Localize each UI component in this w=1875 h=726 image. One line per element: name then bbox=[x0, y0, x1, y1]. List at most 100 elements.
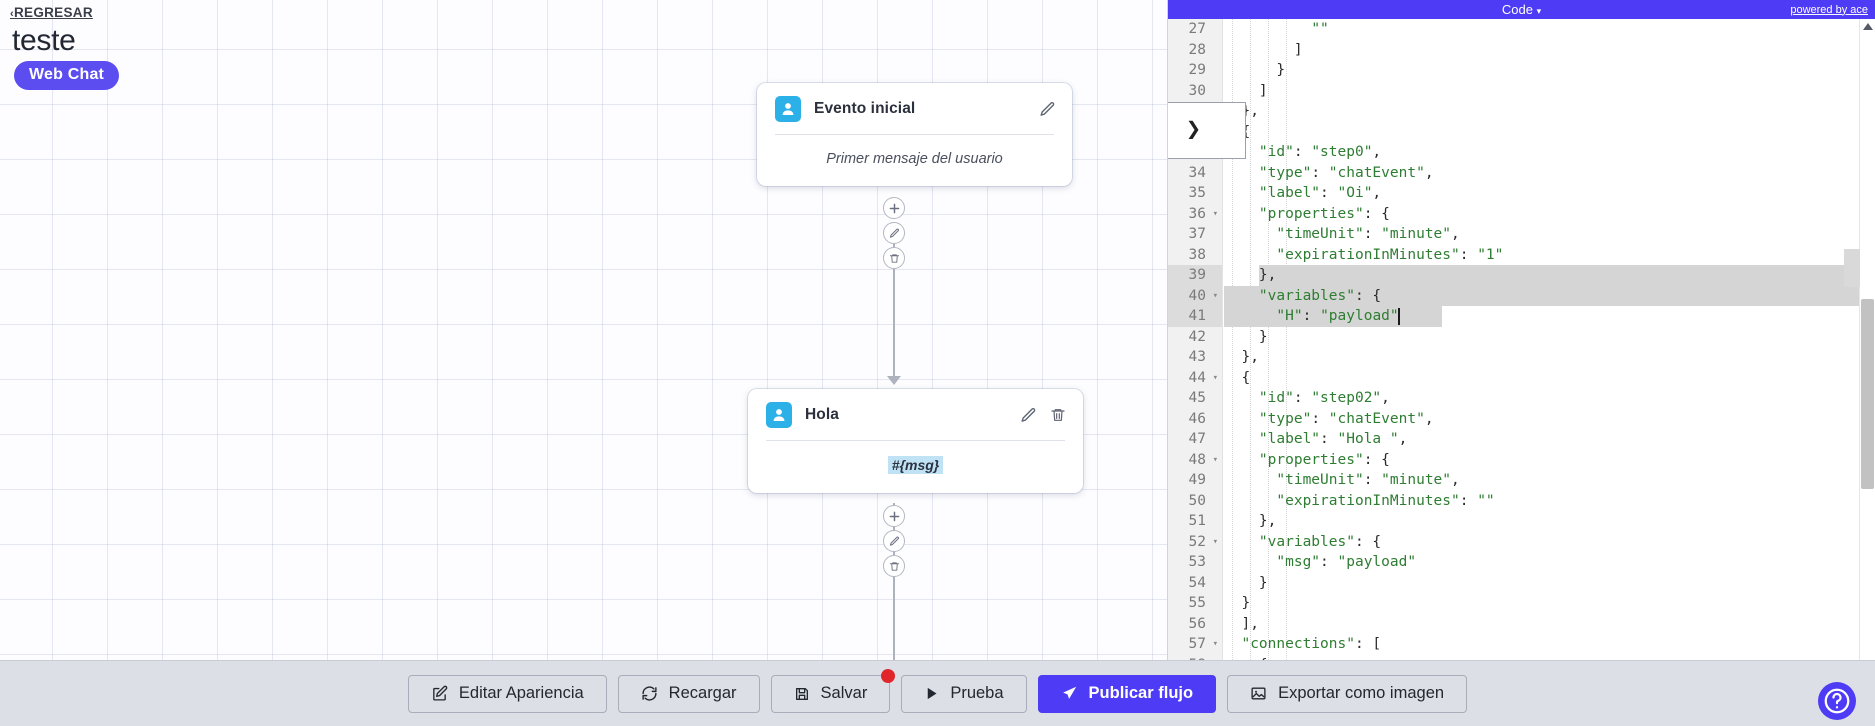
code-editor-panel[interactable]: Code ▾ powered by ace 272829303132▾33343… bbox=[1167, 0, 1875, 660]
code-line[interactable]: { bbox=[1224, 122, 1859, 143]
code-line[interactable]: "type": "chatEvent", bbox=[1258, 410, 1434, 427]
help-button[interactable] bbox=[1818, 682, 1856, 720]
code-fold-popup[interactable]: ❯ bbox=[1168, 102, 1246, 159]
code-line[interactable]: ] bbox=[1224, 82, 1268, 99]
gutter-line-number[interactable]: 38 bbox=[1188, 246, 1206, 263]
pencil-icon[interactable] bbox=[883, 530, 905, 552]
code-line[interactable]: { bbox=[1224, 369, 1251, 386]
gutter-line-number[interactable]: 47 bbox=[1188, 431, 1206, 447]
gutter-line-number[interactable]: 53 bbox=[1188, 554, 1206, 570]
scroll-up-arrow-icon[interactable] bbox=[1863, 23, 1873, 30]
code-line[interactable]: } bbox=[1224, 574, 1268, 591]
fold-toggle-icon[interactable]: ▾ bbox=[1212, 536, 1218, 547]
trash-icon[interactable] bbox=[883, 555, 905, 577]
flow-canvas[interactable]: ‹REGRESAR teste Web Chat Evento inicial bbox=[0, 0, 1167, 660]
code-line[interactable]: { bbox=[1224, 655, 1859, 661]
code-line[interactable]: }, bbox=[1224, 513, 1277, 529]
fold-toggle-icon[interactable]: ▾ bbox=[1213, 655, 1218, 661]
gutter-line-number[interactable]: 29 bbox=[1188, 62, 1206, 78]
gutter-line-number[interactable]: 30 bbox=[1188, 82, 1206, 99]
back-link[interactable]: ‹REGRESAR bbox=[10, 5, 93, 20]
gutter-line-number[interactable]: 27 bbox=[1188, 21, 1206, 37]
gutter-line-number[interactable]: 42 bbox=[1188, 328, 1206, 345]
toolbar-button-salvar[interactable]: Salvar bbox=[770, 668, 896, 713]
toolbar-button-prueba[interactable]: Prueba bbox=[901, 674, 1027, 713]
gutter-line-number[interactable]: 58▾ bbox=[1168, 655, 1222, 661]
code-line[interactable]: } bbox=[1224, 595, 1251, 611]
code-line[interactable]: }, bbox=[1241, 103, 1259, 119]
gutter-line-number[interactable]: 55 bbox=[1188, 595, 1206, 611]
toolbar-button-exportar-como-imagen[interactable]: Exportar como imagen bbox=[1227, 674, 1468, 713]
toolbar-button-recargar[interactable]: Recargar bbox=[617, 674, 760, 713]
plus-icon[interactable] bbox=[883, 197, 905, 219]
code-editor-body[interactable]: 272829303132▾33343536▾37383940▾41424344▾… bbox=[1168, 19, 1875, 660]
code-line[interactable]: ], bbox=[1224, 615, 1259, 632]
toolbar-button-label: Publicar flujo bbox=[1088, 684, 1194, 702]
edit-icon[interactable] bbox=[1039, 101, 1056, 118]
fold-toggle-icon[interactable]: ▾ bbox=[1212, 208, 1218, 219]
code-line[interactable]: "properties": { bbox=[1258, 205, 1390, 222]
code-line[interactable]: "type": "chatEvent", bbox=[1258, 164, 1434, 181]
code-line[interactable]: ] bbox=[1224, 41, 1303, 58]
gutter-line-number[interactable]: 34 bbox=[1188, 164, 1206, 181]
gutter-line-number[interactable]: 41 bbox=[1168, 306, 1222, 327]
fold-toggle-icon[interactable]: ▾ bbox=[1212, 372, 1218, 383]
code-line[interactable]: "connections": [ bbox=[1241, 636, 1382, 652]
code-line[interactable]: "H": "payload" bbox=[1276, 308, 1399, 324]
plus-icon[interactable] bbox=[883, 505, 905, 527]
code-line[interactable]: "label": "Oi", bbox=[1258, 185, 1382, 201]
pencil-icon[interactable] bbox=[883, 222, 905, 244]
toolbar-button-editar-apariencia[interactable]: Editar Apariencia bbox=[407, 674, 607, 713]
gutter-line-number[interactable]: 44▾ bbox=[1168, 368, 1222, 389]
code-text[interactable]: "" ] } ] }, { "id": "step0", "type": "ch… bbox=[1224, 19, 1859, 660]
code-editor-title-label: Code bbox=[1501, 2, 1533, 17]
code-line[interactable]: "variables": { bbox=[1258, 533, 1382, 550]
trash-icon[interactable] bbox=[883, 247, 905, 269]
gutter-line-number[interactable]: 50 bbox=[1188, 492, 1206, 509]
flow-node-hola[interactable]: Hola #{msg} bbox=[748, 389, 1083, 493]
gutter-line-number[interactable]: 36▾ bbox=[1168, 204, 1222, 225]
code-line[interactable]: }, bbox=[1224, 267, 1277, 283]
edit-icon[interactable] bbox=[1020, 407, 1037, 424]
gutter-line-number[interactable]: 40▾ bbox=[1168, 285, 1222, 306]
back-chevron-icon: ‹ bbox=[10, 8, 14, 20]
code-line[interactable]: "variables": { bbox=[1258, 287, 1382, 304]
code-line[interactable]: "expirationInMinutes": "" bbox=[1276, 492, 1495, 509]
code-line[interactable]: } bbox=[1224, 328, 1268, 345]
code-editor-title[interactable]: Code ▾ bbox=[1502, 2, 1541, 17]
code-line[interactable]: "properties": { bbox=[1258, 451, 1390, 468]
code-line[interactable]: "timeUnit": "minute", bbox=[1276, 472, 1460, 488]
scrollbar-thumb[interactable] bbox=[1861, 299, 1874, 489]
code-line[interactable]: }, bbox=[1224, 349, 1259, 365]
code-line[interactable]: "msg": "payload" bbox=[1276, 554, 1417, 570]
trash-icon[interactable] bbox=[1050, 407, 1067, 424]
gutter-line-number[interactable]: 49 bbox=[1188, 472, 1206, 488]
gutter-line-number[interactable]: 48▾ bbox=[1168, 450, 1222, 471]
gutter-line-number[interactable]: 37 bbox=[1188, 226, 1206, 242]
gutter-line-number[interactable]: 45 bbox=[1188, 390, 1206, 406]
gutter-line-number[interactable]: 39 bbox=[1168, 265, 1222, 286]
code-line[interactable]: "" bbox=[1311, 21, 1329, 37]
flow-node-evento-inicial[interactable]: Evento inicial Primer mensaje del usuari… bbox=[757, 83, 1072, 186]
code-line[interactable]: "id": "step0", bbox=[1258, 144, 1382, 160]
code-line[interactable]: "id": "step02", bbox=[1258, 390, 1390, 406]
fold-toggle-icon[interactable]: ▾ bbox=[1212, 290, 1218, 301]
code-line[interactable]: "timeUnit": "minute", bbox=[1276, 226, 1460, 242]
code-line[interactable]: "expirationInMinutes": "1" bbox=[1276, 246, 1504, 263]
gutter-line-number[interactable]: 46 bbox=[1188, 410, 1206, 427]
code-line[interactable]: "label": "Hola ", bbox=[1258, 431, 1408, 447]
fold-toggle-icon[interactable]: ▾ bbox=[1212, 639, 1218, 649]
gutter-line-number[interactable]: 43 bbox=[1188, 349, 1206, 365]
gutter-line-number[interactable]: 28 bbox=[1188, 41, 1206, 58]
gutter-line-number[interactable]: 52▾ bbox=[1168, 532, 1222, 553]
gutter-line-number[interactable]: 35 bbox=[1188, 185, 1206, 201]
powered-by-link[interactable]: powered by ace bbox=[1790, 3, 1868, 16]
fold-toggle-icon[interactable]: ▾ bbox=[1212, 454, 1218, 465]
toolbar-button-publicar-flujo[interactable]: Publicar flujo bbox=[1037, 674, 1217, 713]
gutter-line-number[interactable]: 51 bbox=[1188, 513, 1206, 529]
code-line[interactable]: } bbox=[1224, 62, 1286, 78]
code-scrollbar[interactable] bbox=[1844, 19, 1875, 660]
gutter-line-number[interactable]: 54 bbox=[1188, 574, 1206, 591]
gutter-line-number[interactable]: 57▾ bbox=[1168, 634, 1222, 655]
gutter-line-number[interactable]: 56 bbox=[1188, 615, 1206, 632]
